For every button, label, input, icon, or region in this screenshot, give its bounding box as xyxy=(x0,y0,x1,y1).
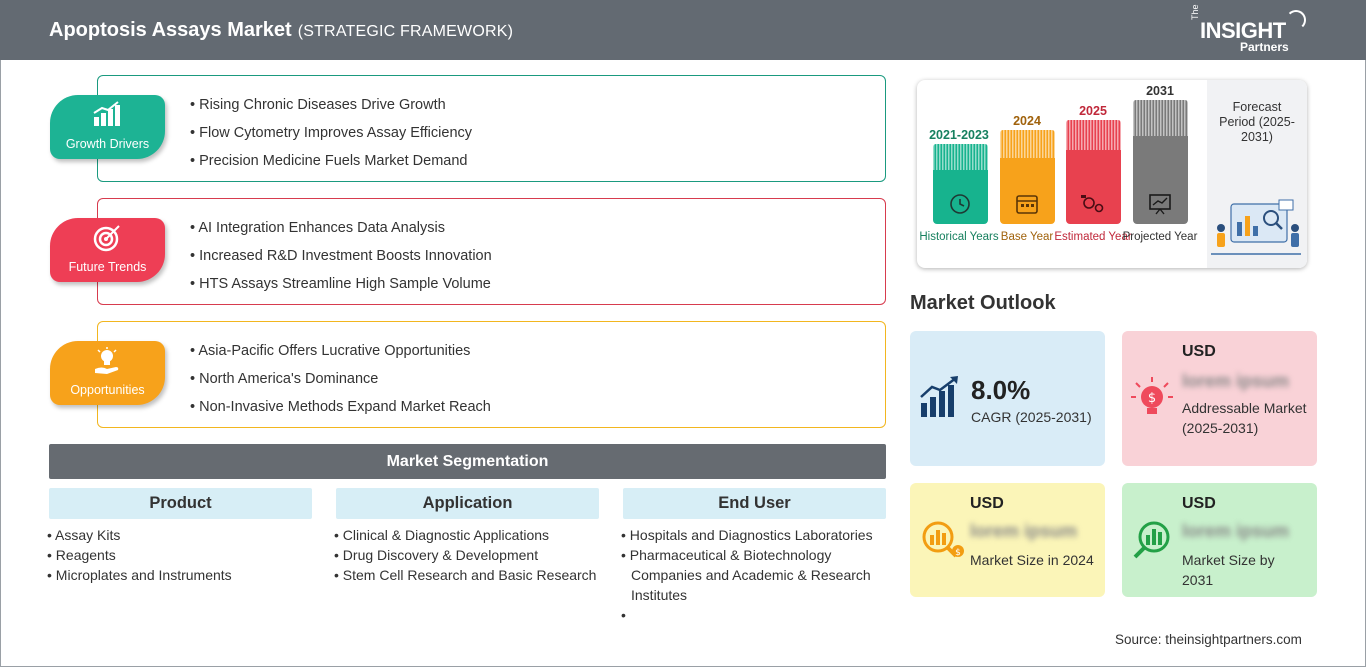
addressable-market-card: USD lorem ipsum $ Addressable Market (20… xyxy=(1122,331,1317,466)
segment-head: Application xyxy=(336,488,599,519)
growth-drivers-box: Rising Chronic Diseases Drive Growth Flo… xyxy=(97,75,886,182)
list-item: Pharmaceutical & Biotechnology Companies… xyxy=(621,545,886,605)
timeline-caption: Historical Years xyxy=(919,231,999,243)
timeline-bar-estimated xyxy=(1066,120,1121,224)
timeline-caption: Projected Year xyxy=(1122,231,1198,243)
idea-dollar-icon: $ xyxy=(1131,377,1173,414)
header-bar: Apoptosis Assays Market(STRATEGIC FRAMEW… xyxy=(0,0,1366,60)
list-item: HTS Assays Streamline High Sample Volume xyxy=(190,274,492,302)
list-item: Precision Medicine Fuels Market Demand xyxy=(190,151,472,179)
page-subtitle: (STRATEGIC FRAMEWORK) xyxy=(297,23,514,40)
timeline-bar-historical xyxy=(933,144,988,224)
bar-stripes xyxy=(1133,100,1188,136)
history-clock-icon xyxy=(950,194,970,214)
logo-arc-icon xyxy=(1286,10,1306,30)
timeline-year: 2031 xyxy=(1146,84,1174,98)
list-item: Rising Chronic Diseases Drive Growth xyxy=(190,95,472,123)
bar-stripes xyxy=(1000,130,1055,158)
future-trends-badge: Future Trends xyxy=(50,218,165,282)
market-segmentation-header: Market Segmentation xyxy=(49,444,886,479)
currency-label: USD xyxy=(1182,343,1216,360)
timeline-year: 2021-2023 xyxy=(929,128,989,142)
timeline-caption: Estimated Year xyxy=(1054,231,1132,243)
bar-stripes xyxy=(1066,120,1121,150)
blurred-value: lorem ipsum xyxy=(970,521,1078,541)
calendar-icon xyxy=(1016,195,1038,214)
opportunities-list: Asia-Pacific Offers Lucrative Opportunit… xyxy=(190,341,491,425)
market-size-2024-card: USD lorem ipsum $ Market Size in 2024 xyxy=(910,483,1105,597)
list-item: Increased R&D Investment Boosts Innovati… xyxy=(190,246,492,274)
lightbulb-hand-icon xyxy=(95,347,119,374)
svg-text:$: $ xyxy=(1148,391,1156,406)
list-item: North America's Dominance xyxy=(190,369,491,397)
source-note: Source: theinsightpartners.com xyxy=(1115,632,1302,647)
page-title: Apoptosis Assays Market(STRATEGIC FRAMEW… xyxy=(49,19,514,41)
opportunities-badge: Opportunities xyxy=(50,341,165,405)
growth-chart-icon xyxy=(920,376,958,417)
bar-stripes xyxy=(933,144,988,170)
growth-chart-icon xyxy=(93,101,120,126)
currency-label: USD xyxy=(1182,495,1216,512)
svg-text:$: $ xyxy=(955,548,961,558)
segment-head: Product xyxy=(49,488,312,519)
growth-drivers-list: Rising Chronic Diseases Drive Growth Flo… xyxy=(190,95,472,179)
cagr-card: 8.0% CAGR (2025-2031) xyxy=(910,331,1105,466)
list-item: Assay Kits xyxy=(47,525,312,545)
target-icon xyxy=(93,225,120,252)
list-item: Drug Discovery & Development xyxy=(334,545,599,565)
segment-head: End User xyxy=(623,488,886,519)
list-item: Asia-Pacific Offers Lucrative Opportunit… xyxy=(190,341,491,369)
list-item: Clinical & Diagnostic Applications xyxy=(334,525,599,545)
growth-drivers-badge: Growth Drivers xyxy=(50,95,165,159)
market-size-2031-label: Market Size by 2031 xyxy=(1182,552,1275,588)
projection-board-icon xyxy=(1149,194,1171,215)
cagr-label: CAGR (2025-2031) xyxy=(971,409,1092,425)
future-trends-list: AI Integration Enhances Data Analysis In… xyxy=(190,218,492,302)
list-item: AI Integration Enhances Data Analysis xyxy=(190,218,492,246)
market-size-2031-card: USD lorem ipsum Market Size by 2031 xyxy=(1122,483,1317,597)
segment-application: Application Clinical & Diagnostic Applic… xyxy=(336,488,599,585)
addressable-market-label: Addressable Market (2025-2031) xyxy=(1182,400,1307,436)
timeline-year: 2025 xyxy=(1079,104,1107,118)
list-item: Stem Cell Research and Basic Research xyxy=(334,565,599,585)
estimate-gears-icon xyxy=(1081,195,1104,213)
timeline-year: 2024 xyxy=(1013,114,1041,128)
timeline-bar-projected xyxy=(1133,100,1188,224)
blurred-value: lorem ipsum xyxy=(1182,371,1290,391)
list-item: Flow Cytometry Improves Assay Efficiency xyxy=(190,123,472,151)
market-size-2024-label: Market Size in 2024 xyxy=(970,552,1094,568)
timeline-card: 2021-2023 Historical Years 2024 Base Yea… xyxy=(917,80,1307,268)
list-item: Reagents xyxy=(47,545,312,565)
list-item: Hospitals and Diagnostics Laboratories xyxy=(621,525,886,545)
future-trends-box: AI Integration Enhances Data Analysis In… xyxy=(97,198,886,305)
list-item: Non-Invasive Methods Expand Market Reach xyxy=(190,397,491,425)
segment-end-user: End User Hospitals and Diagnostics Labor… xyxy=(623,488,886,625)
forecast-period-label: Forecast Period (2025-2031) xyxy=(1219,100,1295,144)
insight-partners-logo[interactable]: The INSIGHT Partners xyxy=(1190,4,1310,54)
segment-product: Product Assay Kits Reagents Microplates … xyxy=(49,488,312,585)
cagr-value: 8.0% xyxy=(971,375,1031,405)
market-forecast-icon xyxy=(1133,521,1170,559)
market-analysis-icon: $ xyxy=(922,521,964,558)
opportunities-box: Asia-Pacific Offers Lucrative Opportunit… xyxy=(97,321,886,428)
timeline-bar-base xyxy=(1000,130,1055,224)
market-outlook-title: Market Outlook xyxy=(910,292,1056,314)
timeline-caption: Base Year xyxy=(1000,231,1054,243)
list-item: Microplates and Instruments xyxy=(47,565,312,585)
list-item xyxy=(621,605,886,625)
analytics-people-icon xyxy=(1211,199,1301,255)
blurred-value: lorem ipsum xyxy=(1182,521,1290,541)
currency-label: USD xyxy=(970,495,1004,512)
